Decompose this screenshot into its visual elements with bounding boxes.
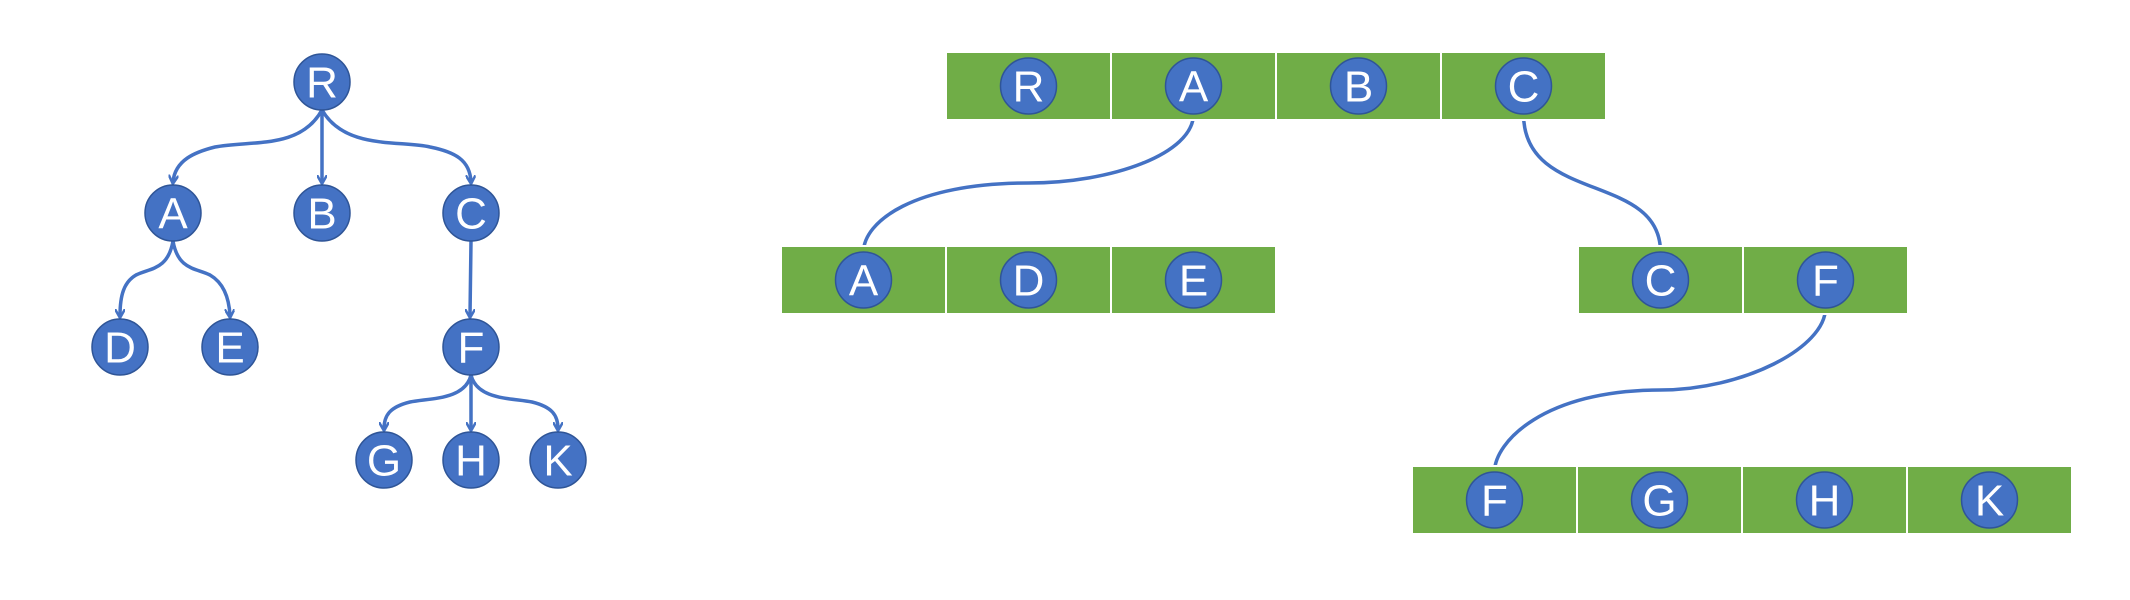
array-row4-node-f: F: [1465, 471, 1524, 529]
edge-a-to-d: [120, 239, 175, 316]
tree-node-k-label: K: [543, 437, 572, 486]
array-row4-node-k-label: K: [1975, 477, 2004, 526]
tree-node-h: H: [442, 431, 500, 489]
tree-node-d-circle: [91, 318, 149, 376]
array-row1-node-c-label: C: [1508, 63, 1540, 112]
array-cells-layer: [780, 51, 2073, 535]
tree-node-r: R: [293, 53, 351, 111]
tree-node-e: E: [201, 318, 259, 376]
link-f-to-row4: [1495, 306, 1828, 472]
tree-node-c: C: [442, 184, 500, 242]
array-row4-node-f-label: F: [1481, 477, 1508, 526]
array-row1-node-r-label: R: [1013, 63, 1045, 112]
tree-node-b-circle: [293, 184, 351, 242]
array-row4-node-g-label: G: [1642, 477, 1676, 526]
array-row4-node-k-circle: [1960, 471, 2019, 529]
tree-node-r-label: R: [306, 59, 338, 108]
array-row4-node-h: H: [1795, 471, 1854, 529]
array-row1-node-b-circle: [1329, 57, 1388, 115]
array-row4-node-f-circle: [1465, 471, 1524, 529]
array-row1-node-b-label: B: [1344, 63, 1373, 112]
array-row1-node-c-circle: [1494, 57, 1553, 115]
array-row1-node-a-label: A: [1179, 63, 1209, 112]
array-row3-node-f-label: F: [1812, 257, 1839, 306]
tree-node-c-label: C: [455, 190, 487, 239]
tree-node-r-circle: [293, 53, 351, 111]
tree-node-f: F: [442, 318, 500, 376]
tree-node-h-label: H: [455, 437, 487, 486]
tree-node-b-label: B: [307, 190, 336, 239]
array-row2-node-d-circle: [999, 251, 1058, 309]
tree-node-g: G: [355, 431, 413, 489]
edge-r-to-a: [173, 108, 324, 182]
link-a-to-row2: [864, 112, 1196, 252]
tree-node-e-circle: [201, 318, 259, 376]
edge-r-to-c: [320, 108, 471, 182]
tree-node-g-label: G: [367, 437, 401, 486]
tree-node-e-label: E: [215, 324, 244, 373]
array-row4-node-h-label: H: [1809, 477, 1841, 526]
array-row4-node-h-circle: [1795, 471, 1854, 529]
array-row2-node-a-label: A: [849, 257, 879, 306]
array-row1-node-a: A: [1164, 57, 1223, 115]
edge-f-to-g: [384, 373, 473, 429]
array-row1-node-r-circle: [999, 57, 1058, 115]
array-row4-node-g: G: [1630, 471, 1689, 529]
array-row4-node-g-circle: [1630, 471, 1689, 529]
array-row2-node-a-circle: [834, 251, 893, 309]
edge-c-to-f: [470, 239, 471, 316]
array-row2-node-e-label: E: [1179, 257, 1208, 306]
edge-a-to-e: [171, 239, 230, 316]
tree-node-f-label: F: [458, 324, 485, 373]
array-row1-node-a-circle: [1164, 57, 1223, 115]
array-row3-node-f: F: [1796, 251, 1855, 309]
tree-node-f-circle: [442, 318, 500, 376]
array-row2-node-d: D: [999, 251, 1058, 309]
tree-node-d: D: [91, 318, 149, 376]
array-row1-node-c: C: [1494, 57, 1553, 115]
array-row3-node-f-circle: [1796, 251, 1855, 309]
array-row2-node-a: A: [834, 251, 893, 309]
tree-node-k-circle: [529, 431, 587, 489]
tree-node-k: K: [529, 431, 587, 489]
tree-node-a-label: A: [158, 190, 188, 239]
edges-layer: [120, 108, 1828, 472]
tree-node-g-circle: [355, 431, 413, 489]
array-row3-node-c-label: C: [1645, 257, 1677, 306]
tree-node-a: A: [144, 184, 202, 242]
array-row1-node-r: R: [999, 57, 1058, 115]
tree-node-h-circle: [442, 431, 500, 489]
array-row2-node-e-circle: [1164, 251, 1223, 309]
array-row3-node-c-circle: [1631, 251, 1690, 309]
edge-f-to-k: [469, 373, 558, 429]
tree-node-c-circle: [442, 184, 500, 242]
array-row2-node-e: E: [1164, 251, 1223, 309]
array-row3-node-c: C: [1631, 251, 1690, 309]
tree-node-b: B: [293, 184, 351, 242]
link-c-to-row3: [1521, 112, 1661, 252]
array-row1-node-b: B: [1329, 57, 1388, 115]
tree-node-d-label: D: [104, 324, 136, 373]
tree-node-a-circle: [144, 184, 202, 242]
nodes-layer: R A B C D E F G H K R A B C A D E C F F G H K: [91, 53, 2019, 529]
array-row4-node-k: K: [1960, 471, 2019, 529]
array-row2-node-d-label: D: [1013, 257, 1045, 306]
